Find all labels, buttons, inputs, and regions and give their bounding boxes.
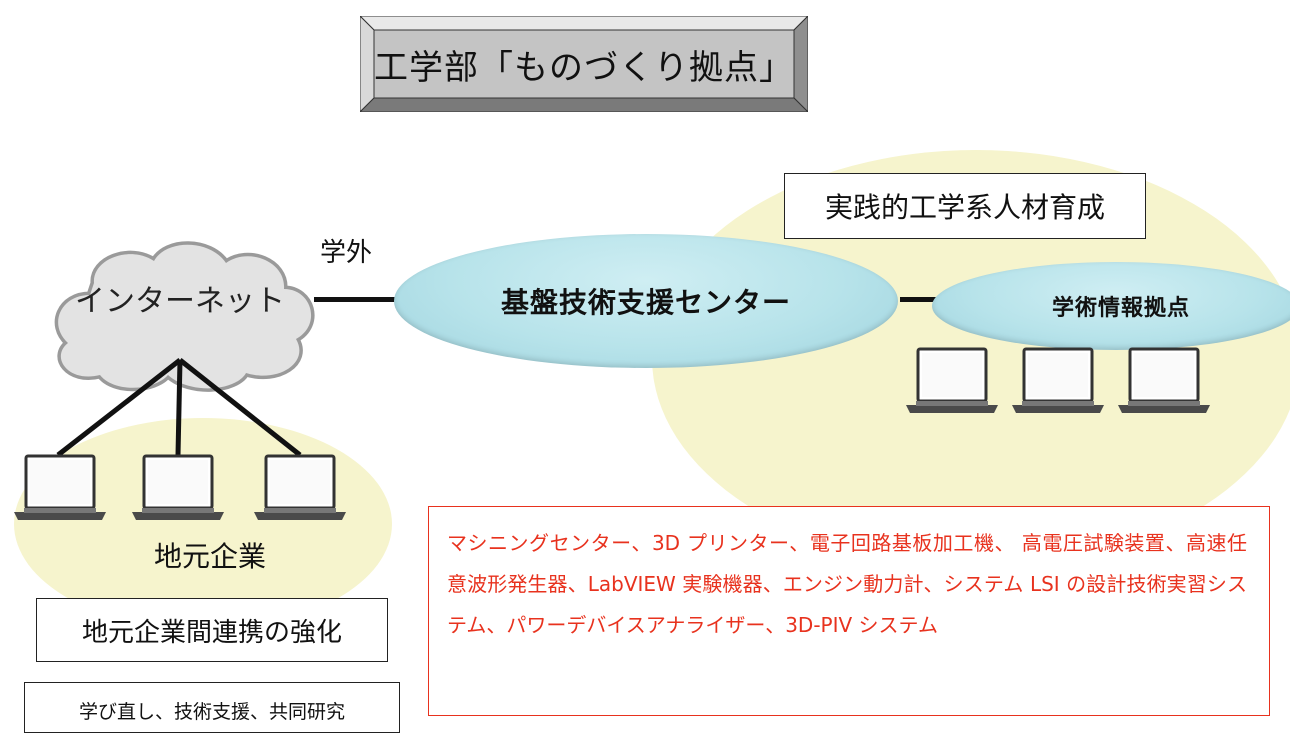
laptop-icon (904, 345, 1000, 417)
external-label: 学外 (320, 238, 373, 268)
practical-training-label: 実践的工学系人材育成 (784, 173, 1146, 239)
title-frame (360, 16, 808, 112)
center-node: 基盤技術支援センター (394, 234, 898, 368)
cloud-icon (30, 225, 330, 392)
connector-cloud-center (314, 297, 400, 302)
laptop-icon (12, 452, 108, 524)
local-companies-label: 地元企業 (153, 540, 266, 573)
equipment-list: マシニングセンター、3D プリンター、電子回路基板加工機、 高電圧試験装置、高速… (428, 506, 1270, 716)
support-label: 学び直し、技術支援、共同研究 (24, 682, 400, 733)
local-cooperation-label: 地元企業間連携の強化 (36, 598, 388, 662)
center-node-label: 基盤技術支援センター (500, 286, 791, 319)
laptop-icon (1010, 345, 1106, 417)
laptop-icon (252, 452, 348, 524)
academic-info-label: 学術情報拠点 (1051, 296, 1190, 321)
page-title: 工学部「ものづくり拠点」 (374, 47, 794, 88)
laptop-icon (1116, 345, 1212, 417)
academic-info-node: 学術情報拠点 (932, 262, 1290, 350)
connector-center-right (900, 297, 940, 302)
laptop-icon (130, 452, 226, 524)
internet-label: インターネット (75, 284, 285, 319)
